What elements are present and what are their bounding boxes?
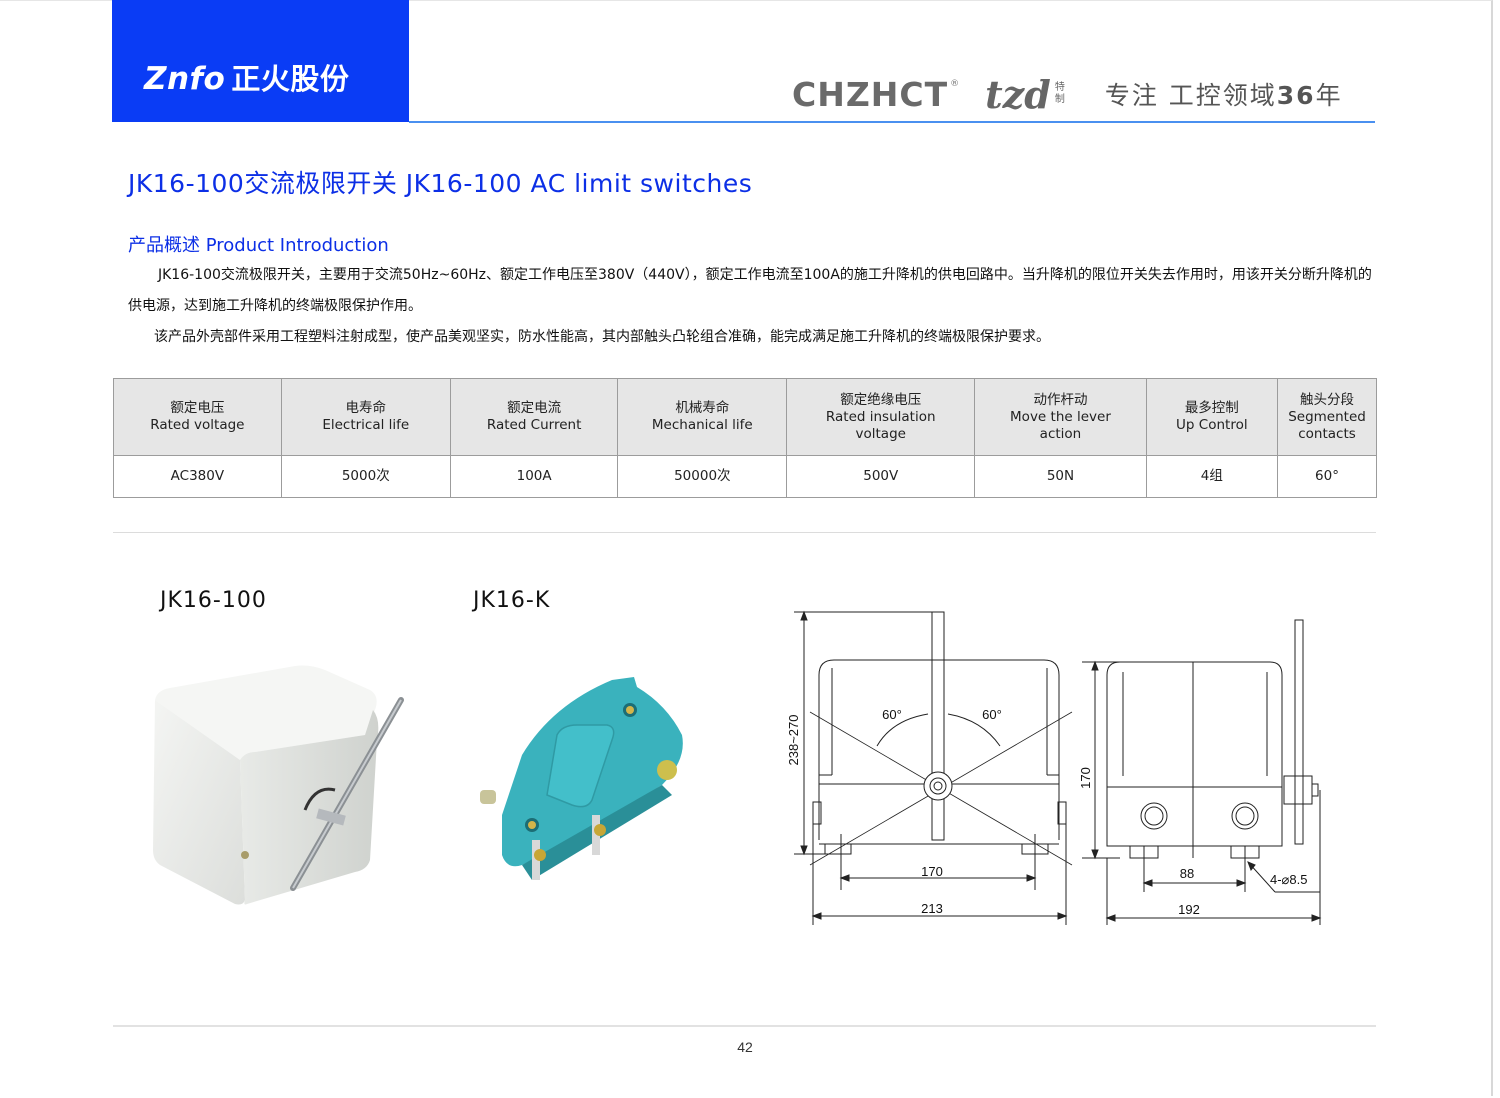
svg-text:192: 192	[1178, 902, 1200, 917]
svg-text:170: 170	[921, 864, 943, 879]
brand-strip: CHZHCT ® tzd 特 制 专注 工控领域36年	[792, 71, 1343, 117]
svg-text:88: 88	[1180, 866, 1194, 881]
dimension-drawing-side: 170 88 4-⌀8.5 192	[1078, 619, 1322, 925]
page-title: JK16-100交流极限开关 JK16-100 AC limit switche…	[128, 169, 753, 198]
product-label-jk16-k: JK16-K	[473, 588, 551, 613]
product-image-jk16-k	[480, 677, 683, 880]
spec-value-row: AC380V 5000次 100A 50000次 500V 50N 4组 60°	[113, 455, 1377, 498]
product-image-jk16-100	[153, 665, 404, 905]
section-divider	[113, 532, 1376, 533]
intro-paragraph-2: 该产品外壳部件采用工程塑料注射成型，使产品美观坚实，防水性能高，其内部触头凸轮组…	[154, 329, 1050, 345]
dimension-drawing-front: 238~270 60° 60° 170 213	[786, 610, 1073, 925]
footer-rule	[113, 1025, 1376, 1027]
section-heading-intro: 产品概述 Product Introduction	[128, 235, 389, 256]
brand-chzhct: CHZHCT	[792, 74, 949, 114]
svg-text:60°: 60°	[882, 707, 902, 722]
product-label-jk16-100: JK16-100	[160, 588, 267, 613]
header-rule	[409, 121, 1375, 123]
spec-value: 50N	[974, 455, 1147, 498]
intro-paragraph-1: JK16-100交流极限开关，主要用于交流50Hz~60Hz、额定工作电压至38…	[128, 267, 1372, 314]
svg-text:170: 170	[1078, 767, 1093, 789]
svg-text:213: 213	[921, 901, 943, 916]
page-number: 42	[737, 1039, 753, 1055]
registered-mark: ®	[950, 79, 960, 89]
svg-text:4-⌀8.5: 4-⌀8.5	[1270, 872, 1307, 887]
logo-latin: Znfo	[144, 61, 226, 97]
spec-value: AC380V	[113, 455, 282, 498]
spec-value: 5000次	[280, 455, 451, 498]
brand-tzd-tag: 特 制	[1054, 82, 1065, 105]
spec-value: 500V	[786, 455, 976, 498]
slogan: 专注 工控领域36年	[1104, 81, 1343, 110]
spec-value: 4组	[1145, 455, 1279, 498]
spec-value: 100A	[449, 455, 619, 498]
spec-value: 60°	[1277, 455, 1377, 498]
spec-value: 50000次	[617, 455, 788, 498]
svg-text:60°: 60°	[982, 707, 1002, 722]
logo-chinese: 正火股份	[231, 62, 350, 96]
brand-tzd: tzd	[985, 71, 1051, 117]
svg-text:238~270: 238~270	[786, 715, 801, 766]
